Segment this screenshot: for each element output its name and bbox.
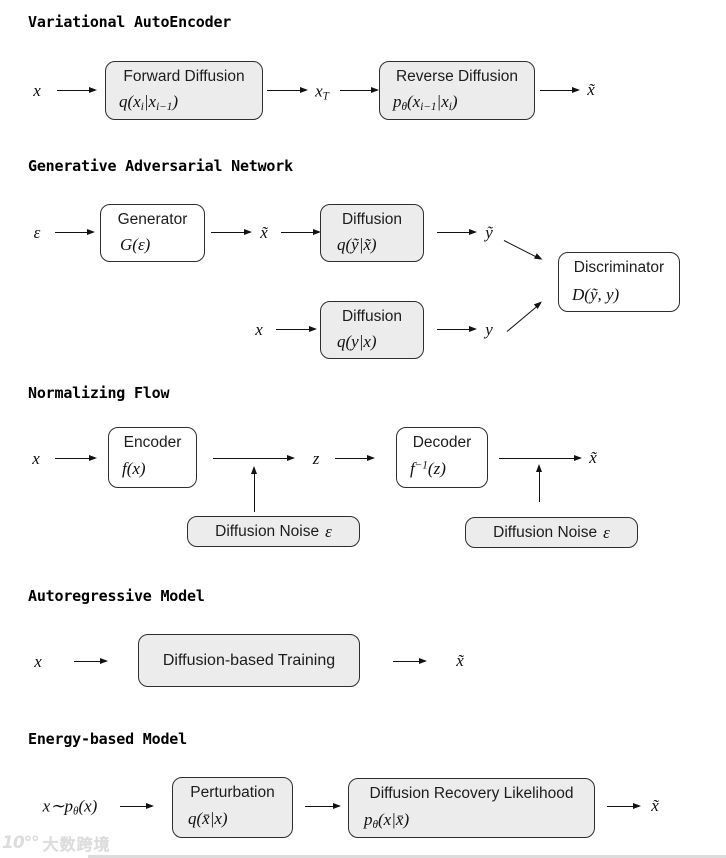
- arrow: [607, 802, 641, 809]
- label-y-tilde: ỹ: [485, 223, 493, 242]
- arrow-diagonal-up: [506, 302, 542, 332]
- section-heading-ebm: Energy-based Model: [28, 730, 187, 748]
- label-z-latent: z: [312, 449, 320, 468]
- label-xt: xT: [315, 81, 329, 103]
- box-title: Diffusion Recovery Likelihood: [369, 785, 574, 802]
- box-title: Diffusion: [341, 308, 403, 325]
- box-label: Diffusion Noise: [215, 522, 320, 540]
- discriminator-box: Discriminator D(ỹ, y): [558, 252, 680, 312]
- arrow: [499, 454, 582, 461]
- arrow-up: [535, 464, 542, 502]
- arrow: [340, 86, 379, 93]
- label-x-tilde-ebm: x̃: [651, 796, 659, 815]
- epsilon-symbol: ε: [603, 522, 610, 542]
- diffusion-based-training-box: Diffusion-based Training: [138, 634, 360, 687]
- section-heading-gan: Generative Adversarial Network: [28, 157, 293, 175]
- section-heading-ar: Autoregressive Model: [28, 587, 205, 605]
- box-title: Perturbation: [190, 784, 275, 801]
- arrow: [393, 657, 427, 664]
- label-x-input-vae: x: [33, 81, 41, 100]
- forward-diffusion-box: Forward Diffusion q(xi|xi−1): [105, 61, 263, 120]
- arrow: [540, 86, 580, 93]
- diffusion-fake-box: Diffusion q(ỹ|x̃): [320, 204, 424, 262]
- watermark-text: 大数跨境: [42, 835, 111, 854]
- box-label: Diffusion-based Training: [162, 651, 336, 669]
- box-formula: q(y|x): [337, 332, 377, 351]
- arrow: [55, 228, 95, 235]
- arrow: [55, 454, 97, 461]
- encoder-box: Encoder f(x): [108, 427, 197, 488]
- label-x-tilde-nf: x̃: [589, 448, 597, 467]
- arrow: [267, 86, 308, 93]
- arrow: [213, 454, 295, 461]
- box-formula: pθ(x|x̄): [364, 810, 410, 832]
- arrow: [281, 228, 321, 235]
- label-x-real-input: x: [255, 320, 263, 339]
- section-heading-nf: Normalizing Flow: [28, 384, 170, 402]
- label-x-input-nf: x: [32, 449, 40, 468]
- box-label: Diffusion Noise: [493, 523, 598, 541]
- generator-box: Generator G(ε): [100, 204, 205, 262]
- box-title: Generator: [117, 211, 188, 228]
- box-title: Diffusion: [341, 211, 403, 228]
- box-title: Forward Diffusion: [123, 68, 245, 85]
- box-formula: f−1(z): [410, 459, 446, 478]
- arrow: [211, 228, 252, 235]
- diffusion-real-box: Diffusion q(y|x): [320, 301, 424, 359]
- box-title: Reverse Diffusion: [395, 68, 519, 85]
- label-y-real: y: [485, 320, 493, 339]
- arrow: [437, 228, 477, 235]
- watermark-logo-icon: 10°°: [2, 833, 40, 853]
- reverse-diffusion-box: Reverse Diffusion pθ(xi−1|xi): [379, 61, 535, 120]
- label-epsilon-input: ε: [33, 223, 41, 242]
- box-title: Decoder: [412, 434, 472, 451]
- box-formula: G(ε): [120, 235, 151, 254]
- decoder-box: Decoder f−1(z): [396, 427, 488, 488]
- arrow: [276, 325, 317, 332]
- arrow: [437, 325, 477, 332]
- box-formula: f(x): [122, 459, 146, 478]
- arrow: [57, 86, 97, 93]
- bottom-edge-strip: [88, 855, 726, 858]
- label-x-tilde-gan: x̃: [260, 223, 268, 242]
- arrow: [335, 454, 375, 461]
- arrow: [74, 657, 108, 664]
- diffusion-recovery-likelihood-box: Diffusion Recovery Likelihood pθ(x|x̄): [348, 778, 595, 838]
- arrow: [305, 802, 341, 809]
- diffusion-noise-box-2: Diffusion Noise ε: [465, 517, 638, 548]
- box-formula: pθ(xi−1|xi): [393, 92, 458, 114]
- arrow-diagonal-down: [503, 240, 541, 260]
- box-formula: q(x̄|x): [188, 809, 228, 828]
- label-x-input-ar: x: [34, 652, 42, 671]
- arrow-up: [250, 466, 257, 512]
- box-title: Discriminator: [573, 259, 665, 276]
- diffusion-noise-box-1: Diffusion Noise ε: [187, 516, 360, 547]
- label-x-ptheta-input: x∼pθ(x): [42, 796, 98, 818]
- label-x-tilde-ar: x̃: [456, 651, 464, 670]
- label-x-tilde-vae: x̃: [587, 80, 595, 99]
- section-heading-vae: Variational AutoEncoder: [28, 13, 232, 31]
- watermark: 10°° 大数跨境: [2, 831, 111, 855]
- arrow: [120, 802, 154, 809]
- box-formula: q(ỹ|x̃): [337, 235, 377, 254]
- box-formula: D(ỹ, y): [572, 285, 620, 304]
- box-title: Encoder: [123, 434, 182, 451]
- box-formula: q(xi|xi−1): [119, 92, 179, 114]
- perturbation-box: Perturbation q(x̄|x): [172, 777, 293, 838]
- epsilon-symbol: ε: [325, 521, 332, 541]
